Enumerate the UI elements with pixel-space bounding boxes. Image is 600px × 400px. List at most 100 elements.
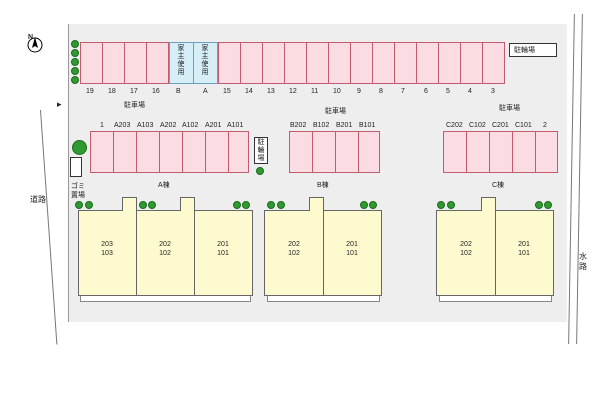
parking-stall-8 — [372, 42, 395, 84]
stall-number: A101 — [227, 122, 244, 129]
bike-parking-mid-box — [254, 137, 268, 164]
stall-number: B202 — [290, 122, 307, 129]
stall-number: 18 — [108, 88, 116, 95]
parking-stall-C101 — [512, 131, 536, 173]
parking-stall-1 — [90, 131, 114, 173]
parking-area-label: 駐車場 — [124, 102, 145, 109]
tree-icon — [139, 201, 147, 209]
tree-icon — [72, 140, 87, 155]
road-edge — [40, 109, 58, 345]
garbage-label: ゴミ置場 — [71, 183, 85, 199]
tree-icon — [75, 201, 83, 209]
building-A-notch-1 — [122, 197, 137, 211]
stall-number: A201 — [205, 122, 222, 129]
parking-area-label: 駐車場 — [499, 105, 520, 112]
stall-number: C201 — [492, 122, 509, 129]
unit-upper: 202 — [288, 241, 300, 248]
parking-stall-A102 — [182, 131, 206, 173]
building-A-unit-1 — [78, 210, 137, 296]
parking-stall-10 — [328, 42, 351, 84]
unit-upper: 201 — [518, 241, 530, 248]
parking-stall-C201 — [489, 131, 513, 173]
tree-icon — [447, 201, 455, 209]
parking-stall-B101 — [358, 131, 380, 173]
building-B-notch — [309, 197, 324, 211]
tree-icon — [242, 201, 250, 209]
stall-number: 13 — [267, 88, 275, 95]
parking-stall-5 — [438, 42, 461, 84]
stall-number: 9 — [357, 88, 361, 95]
tree-icon — [233, 201, 241, 209]
stall-number: 4 — [468, 88, 472, 95]
stall-number: 7 — [401, 88, 405, 95]
building-A-balcony — [80, 296, 251, 302]
stall-number: 17 — [130, 88, 138, 95]
parking-stall-C202 — [443, 131, 467, 173]
compass-icon — [26, 36, 44, 54]
stall-number: B — [176, 88, 181, 95]
stall-number: 10 — [333, 88, 341, 95]
parking-stall-16 — [146, 42, 169, 84]
owner-use-label-A: 家主使用 — [201, 45, 209, 76]
unit-lower: 102 — [288, 250, 300, 257]
building-C-balcony — [439, 296, 552, 302]
stall-number: C101 — [515, 122, 532, 129]
stall-number: 16 — [152, 88, 160, 95]
stall-number: B102 — [313, 122, 330, 129]
tree-icon — [277, 201, 285, 209]
unit-lower: 101 — [518, 250, 530, 257]
waterway-edge-1 — [568, 14, 575, 344]
parking-stall-9 — [350, 42, 373, 84]
building-A-unit-2 — [136, 210, 195, 296]
bike-parking-mid-label: 駐輪場 — [257, 139, 265, 162]
stall-number: 8 — [379, 88, 383, 95]
building-B-unit-1 — [264, 210, 324, 296]
tree-icon — [256, 167, 264, 175]
parking-stall-14 — [240, 42, 263, 84]
building-A-unit-3 — [194, 210, 253, 296]
owner-use-label-B: 家主使用 — [177, 45, 185, 76]
stall-number: 19 — [86, 88, 94, 95]
bike-parking-box — [509, 43, 557, 57]
unit-lower: 101 — [346, 250, 358, 257]
parking-stall-19 — [80, 42, 103, 84]
building-C-notch — [481, 197, 496, 211]
parking-stall-12 — [284, 42, 307, 84]
waterway-edge-2 — [576, 14, 583, 344]
unit-upper: 201 — [346, 241, 358, 248]
garbage-box — [70, 157, 82, 177]
building-C-unit-2 — [495, 210, 554, 296]
stall-number: 15 — [223, 88, 231, 95]
entrance-marker: ▸ — [57, 99, 62, 109]
unit-upper: 202 — [159, 241, 171, 248]
parking-stall-A103 — [136, 131, 160, 173]
parking-stall-6 — [416, 42, 439, 84]
stall-number: C202 — [446, 122, 463, 129]
stall-number: 6 — [424, 88, 428, 95]
compass-label: N — [28, 34, 34, 41]
tree-icon — [148, 201, 156, 209]
tree-icon — [267, 201, 275, 209]
stall-number: 12 — [289, 88, 297, 95]
tree-icon — [71, 40, 79, 48]
tree-icon — [85, 201, 93, 209]
parking-stall-C102 — [466, 131, 490, 173]
stall-number: C102 — [469, 122, 486, 129]
unit-lower: 102 — [159, 250, 171, 257]
unit-upper: 201 — [217, 241, 229, 248]
stall-number: 11 — [311, 88, 319, 95]
stall-number: B201 — [336, 122, 353, 129]
stall-number: A203 — [114, 122, 131, 129]
parking-stall-B — [169, 42, 194, 84]
tree-icon — [544, 201, 552, 209]
road-label: 道路 — [30, 195, 46, 204]
stall-number: 5 — [446, 88, 450, 95]
stall-number: A103 — [137, 122, 154, 129]
parking-stall-A202 — [159, 131, 183, 173]
waterway-label: 水路 — [579, 252, 587, 271]
tree-icon — [360, 201, 368, 209]
stall-number: B101 — [359, 122, 376, 129]
unit-lower: 103 — [101, 250, 113, 257]
building-A-notch-2 — [180, 197, 195, 211]
stall-number: 1 — [100, 122, 104, 129]
